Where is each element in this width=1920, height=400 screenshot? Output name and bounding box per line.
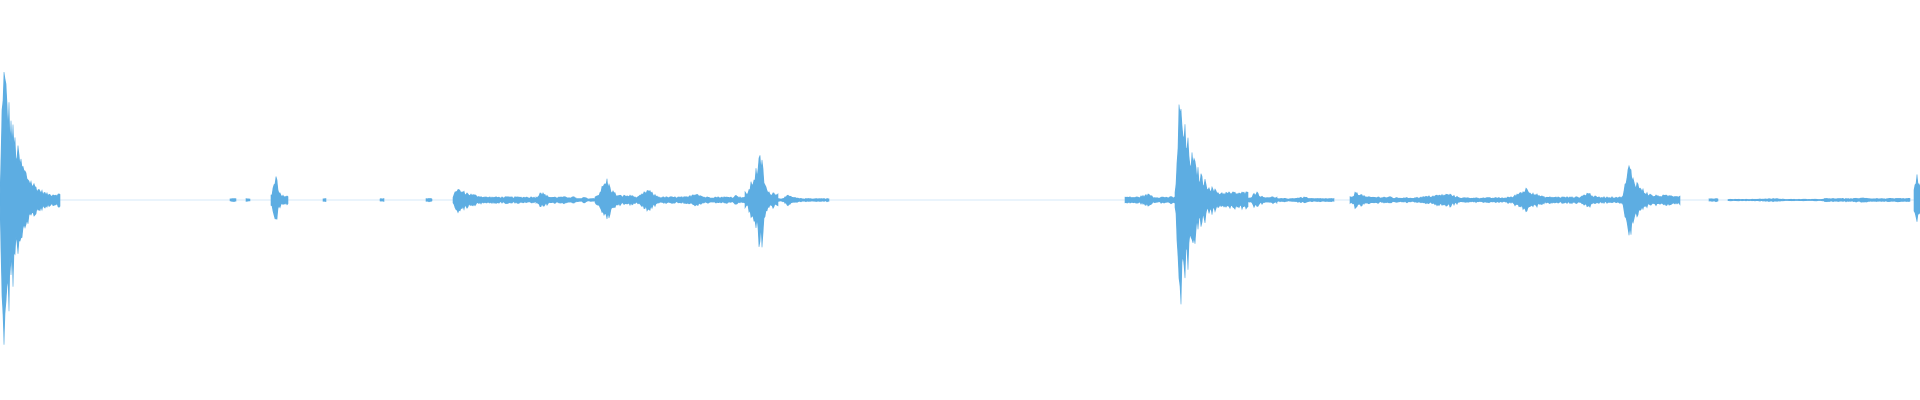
waveform-segment (1349, 191, 1393, 210)
waveform-segment (425, 198, 433, 203)
waveform-segment (1621, 164, 1681, 236)
waveform-segment (1913, 174, 1920, 222)
waveform-segment (777, 194, 830, 207)
waveform-segment (594, 178, 635, 220)
waveform-segment (1708, 198, 1719, 203)
waveform-segment (322, 198, 327, 202)
waveform-segment (1247, 191, 1278, 209)
waveform-segment (229, 198, 237, 203)
waveform-segment (744, 155, 779, 248)
waveform-segment (1124, 193, 1176, 207)
waveform-segment (452, 189, 537, 214)
waveform-segment (729, 194, 746, 205)
waveform-segment (379, 198, 385, 202)
waveform-segments (0, 71, 1920, 345)
waveform-segment (633, 189, 683, 212)
waveform-segment (1276, 196, 1335, 204)
waveform-segment (1727, 198, 1825, 203)
waveform-segment (535, 192, 577, 208)
waveform-segment (575, 197, 596, 204)
waveform-segment (245, 198, 251, 202)
waveform-segment (1174, 104, 1249, 305)
waveform-segment (681, 193, 731, 207)
waveform-segment (1573, 192, 1623, 208)
waveform-segment (0, 71, 61, 345)
waveform-segment (1391, 193, 1508, 208)
waveform-segment (1823, 197, 1911, 203)
waveform-segment (270, 176, 289, 220)
waveform-segment (1506, 187, 1575, 213)
